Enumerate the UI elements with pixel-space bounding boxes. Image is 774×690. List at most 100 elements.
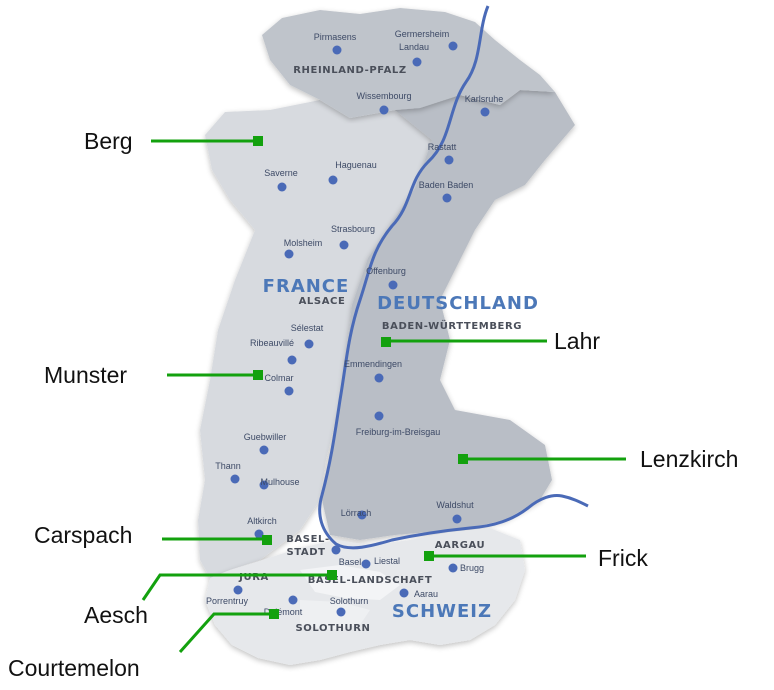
svg-text:Delémont: Delémont [264,607,303,617]
city-selestat: Sélestat [291,323,324,349]
region-label-basel-stadt-line1: BASEL- [286,534,330,545]
city-pirmasens: Pirmasens [314,32,357,55]
callout-lenzkirch: Lenzkirch [458,446,738,472]
svg-text:Lenzkirch: Lenzkirch [640,446,738,472]
svg-text:Strasbourg: Strasbourg [331,224,375,234]
country-label-deutschland: DEUTSCHLAND [377,293,539,314]
callout-marker [458,454,468,464]
svg-text:Thann: Thann [215,461,241,471]
city-dot [379,105,389,115]
city-dot [284,249,294,259]
callout-marker [424,551,434,561]
city-liestal: Liestal [361,556,400,569]
city-dot [284,386,294,396]
city-baden-baden: Baden Baden [419,180,474,203]
city-waldshut: Waldshut [436,500,474,524]
svg-text:Karlsruhe: Karlsruhe [465,94,504,104]
city-dot [339,240,349,250]
svg-text:Liestal: Liestal [374,556,400,566]
city-offenburg: Offenburg [366,266,406,290]
svg-text:Freiburg-im-Breisgau: Freiburg-im-Breisgau [356,427,441,437]
city-wissembourg: Wissembourg [356,91,412,115]
svg-text:Waldshut: Waldshut [436,500,474,510]
city-dot [331,545,341,555]
svg-text:Porrentruy: Porrentruy [206,596,249,606]
city-delemont: Delémont [264,595,303,617]
city-dot [287,355,297,365]
svg-text:Munster: Munster [44,362,127,388]
region-label-aargau: AARGAU [435,540,486,551]
svg-text:Colmar: Colmar [264,373,293,383]
city-dot [332,45,342,55]
svg-text:Sélestat: Sélestat [291,323,324,333]
region-label-jura: JURA [238,572,269,583]
alsace-territory [198,100,440,578]
svg-text:Carspach: Carspach [34,522,132,548]
city-ribeauville: Ribeauvillé [250,338,297,365]
region-label-rheinland-pfalz: RHEINLAND-PFALZ [293,65,406,76]
svg-text:Pirmasens: Pirmasens [314,32,357,42]
city-saverne: Saverne [264,168,298,192]
city-strasbourg: Strasbourg [331,224,375,250]
callout-munster: Munster [44,362,263,388]
city-dot [448,563,458,573]
city-germersheim: Germersheim [395,29,458,51]
svg-text:Rastatt: Rastatt [428,142,457,152]
svg-text:Guebwiller: Guebwiller [244,432,287,442]
callout-marker [381,337,391,347]
city-dot [374,373,384,383]
city-dot [254,529,264,539]
callout-frick: Frick [424,545,648,571]
country-label-france: FRANCE [263,276,350,297]
city-solothurn: Solothurn [330,596,368,617]
city-dot [444,155,454,165]
region-label-baden-wuerttemberg: BADEN-WÜRTTEMBERG [382,318,522,332]
svg-text:Saverne: Saverne [264,168,298,178]
svg-text:Ribeauvillé: Ribeauvillé [250,338,294,348]
city-dot [357,510,367,520]
city-basel: Basel [331,545,361,567]
baden-territory [322,90,575,540]
city-dot [388,280,398,290]
region-label-solothurn: SOLOTHURN [296,623,371,634]
city-dot [442,193,452,203]
city-dot [480,107,490,117]
city-dot [448,41,458,51]
city-aarau: Aarau [399,588,438,599]
city-dot [288,595,298,605]
svg-text:Molsheim: Molsheim [284,238,323,248]
svg-text:Baden Baden: Baden Baden [419,180,474,190]
callout-marker [253,370,263,380]
city-dot [374,411,384,421]
svg-text:Lörrach: Lörrach [341,508,372,518]
city-landau: Landau [399,42,429,67]
city-freiburg: Freiburg-im-Breisgau [356,411,441,437]
svg-text:Mulhouse: Mulhouse [260,477,299,487]
callout-carspach: Carspach [34,522,272,548]
city-brugg: Brugg [448,563,484,573]
city-karlsruhe: Karlsruhe [465,94,504,117]
city-dot [233,585,243,595]
city-dot [304,339,314,349]
city-dot [399,588,409,598]
city-dot [412,57,422,67]
city-dot [336,607,346,617]
rhine-river [318,5,589,550]
svg-text:Altkirch: Altkirch [247,516,277,526]
city-rastatt: Rastatt [428,142,457,165]
callout-courtemelon: Courtemelon [8,609,279,681]
callout-marker [262,535,272,545]
city-dot [452,514,462,524]
city-thann: Thann [215,461,241,484]
city-dot [328,175,338,185]
city-haguenau: Haguenau [328,160,377,185]
city-dot [259,480,269,490]
city-emmendingen: Emmendingen [344,359,402,383]
city-dot [230,474,240,484]
region-label-basel-stadt-line2: STADT [286,547,325,558]
city-colmar: Colmar [264,373,294,396]
svg-text:Wissembourg: Wissembourg [356,91,411,101]
svg-text:Lahr: Lahr [554,328,600,354]
callout-lahr: Lahr [381,328,600,354]
